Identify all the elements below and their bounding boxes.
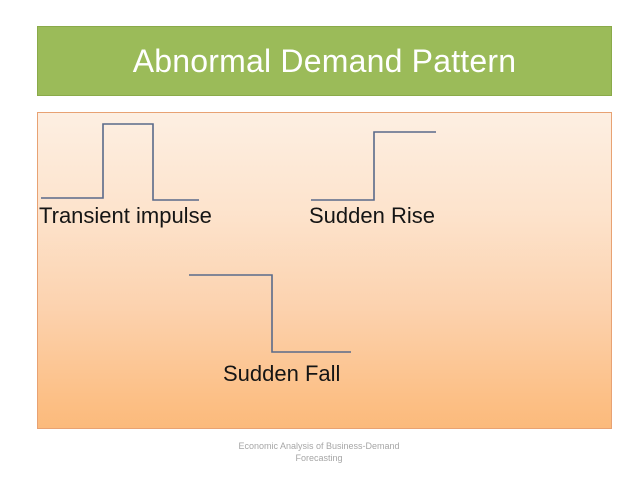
series-sudden-rise <box>311 131 436 201</box>
demand-pattern-plot <box>41 123 436 353</box>
content-box: Transient impulse Sudden Rise Sudden Fal… <box>37 112 612 429</box>
series-label-sudden-rise: Sudden Rise <box>309 203 435 228</box>
footer-line-2: Forecasting <box>295 453 343 463</box>
title-banner: Abnormal Demand Pattern <box>37 26 612 96</box>
series-label-transient-impulse: Transient impulse <box>39 203 212 228</box>
slide-footer: Economic Analysis of Business-Demand For… <box>0 440 638 464</box>
series-transient-impulse <box>41 123 199 201</box>
footer-line-1: Economic Analysis of Business-Demand <box>238 441 400 451</box>
series-label-sudden-fall: Sudden Fall <box>223 361 341 386</box>
page-title: Abnormal Demand Pattern <box>132 43 517 79</box>
series-sudden-fall <box>189 274 351 353</box>
